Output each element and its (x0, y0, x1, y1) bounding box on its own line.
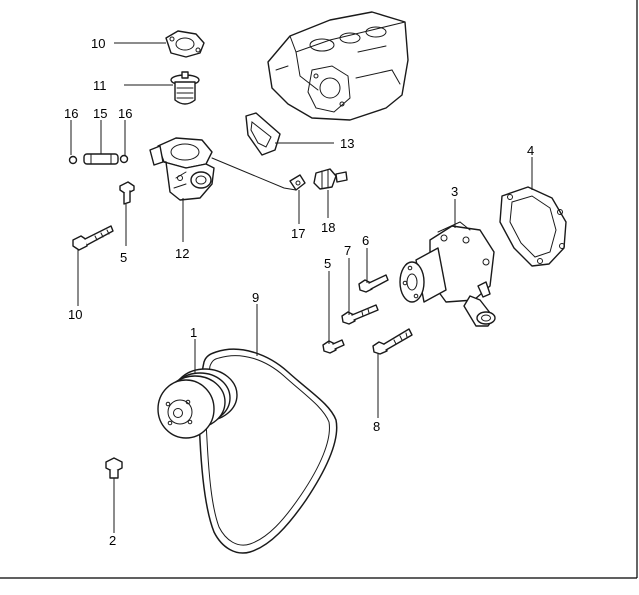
callout-5-lower: 5 (324, 256, 331, 271)
callout-labels: 10 11 16 15 16 13 5 12 10 17 18 3 4 6 7 … (64, 36, 534, 548)
leader-lines (70, 42, 533, 533)
part-6-bolt (358, 274, 389, 293)
part-5-bolt-lower (322, 339, 345, 354)
part-8-bolt (372, 328, 413, 355)
part-4-gasket (499, 186, 567, 267)
callout-11: 11 (93, 78, 107, 93)
callout-8: 8 (373, 419, 380, 434)
part-13-gasket (245, 112, 281, 156)
callout-4: 4 (527, 143, 534, 158)
part-10-gasket (165, 30, 205, 58)
callout-15: 15 (93, 106, 107, 121)
callout-18: 18 (321, 220, 335, 235)
callout-1: 1 (190, 325, 197, 340)
part-15-pipe (83, 153, 119, 165)
callout-13: 13 (340, 136, 354, 151)
part-12-thermostat-housing (149, 137, 215, 201)
part-18-sensor (313, 168, 348, 190)
callout-9: 9 (252, 290, 259, 305)
callout-7: 7 (344, 243, 351, 258)
callout-5-upper: 5 (120, 250, 127, 265)
part-7-bolt (341, 304, 379, 325)
part-1-pulley (157, 368, 238, 439)
part-5-bolt-upper (119, 181, 135, 205)
callout-10-bottom: 10 (68, 307, 82, 322)
callout-16-left: 16 (64, 106, 78, 121)
part-16-o-ring-right (119, 154, 129, 164)
part-10-long-bolt (72, 225, 114, 251)
part-17-clip (289, 174, 306, 191)
callout-16-right: 16 (118, 106, 132, 121)
part-16-o-ring-left (68, 155, 78, 165)
callout-3: 3 (451, 184, 458, 199)
callout-17: 17 (291, 226, 305, 241)
callout-2: 2 (109, 533, 116, 548)
engine-block-fragment (267, 11, 409, 121)
part-11-thermostat (170, 71, 200, 105)
callout-12: 12 (175, 246, 189, 261)
part-2-bolt (105, 457, 123, 479)
part-3-water-pump (399, 221, 496, 327)
callout-6: 6 (362, 233, 369, 248)
callout-10-top: 10 (91, 36, 105, 51)
